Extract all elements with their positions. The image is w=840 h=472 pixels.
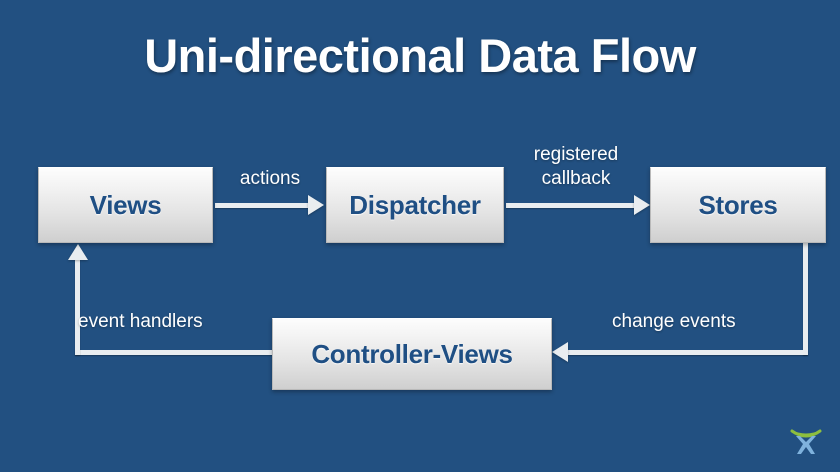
node-views[interactable]: Views bbox=[38, 167, 213, 243]
arrow-head-into-dispatcher bbox=[308, 195, 324, 215]
arrow-head-into-controller-views bbox=[552, 342, 568, 362]
edge-label-event-handlers: event handlers bbox=[78, 311, 203, 332]
edge-line-up-to-views bbox=[75, 256, 80, 355]
node-views-label: Views bbox=[89, 189, 162, 220]
edge-line-controller-views-left bbox=[75, 350, 275, 355]
edge-line-stores-down bbox=[803, 243, 808, 355]
arrow-head-into-stores bbox=[634, 195, 650, 215]
page-title: Uni-directional Data Flow bbox=[144, 29, 696, 82]
edge-line-dispatcher-to-stores bbox=[506, 203, 638, 208]
node-controller-views[interactable]: Controller-Views bbox=[272, 318, 552, 390]
node-dispatcher[interactable]: Dispatcher bbox=[326, 167, 504, 243]
edge-label-change-events: change events bbox=[612, 311, 736, 332]
edge-label-registered-callback: registered callback bbox=[533, 144, 619, 189]
arrow-head-into-views bbox=[68, 244, 88, 260]
node-stores-label: Stores bbox=[698, 189, 778, 220]
edge-label-actions: actions bbox=[239, 168, 301, 189]
edge-line-views-to-dispatcher bbox=[215, 203, 315, 208]
node-dispatcher-label: Dispatcher bbox=[349, 189, 481, 220]
edge-line-stores-to-controller-views bbox=[566, 350, 808, 355]
node-controller-views-label: Controller-Views bbox=[311, 338, 513, 369]
x-logo bbox=[790, 429, 822, 454]
node-stores[interactable]: Stores bbox=[650, 167, 826, 243]
